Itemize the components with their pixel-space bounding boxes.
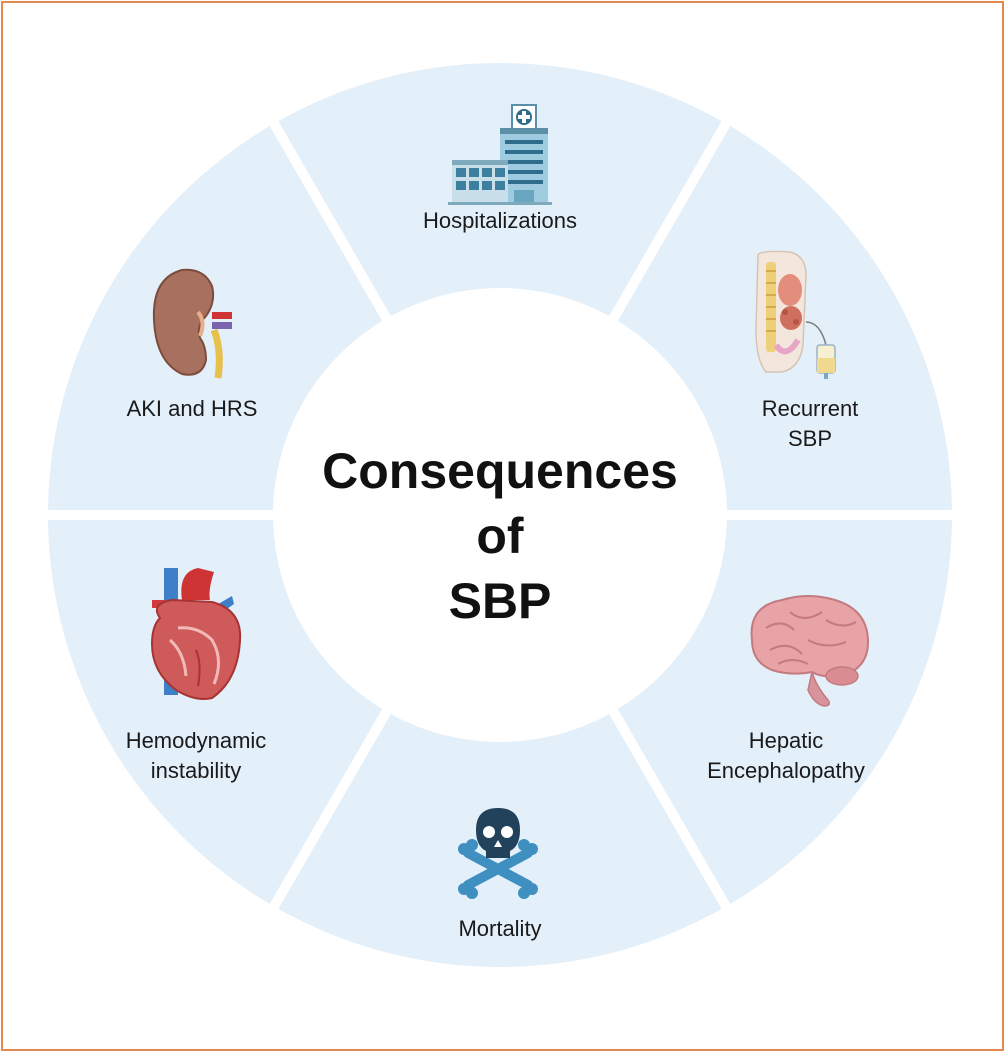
center-title-line-1: Consequences — [322, 443, 678, 499]
hospital-icon — [448, 104, 552, 205]
label-hemodynamic-instability-line-2: instability — [151, 758, 241, 783]
label-hepatic-encephalopathy-line-2: Encephalopathy — [707, 758, 865, 783]
center-disc — [273, 288, 727, 742]
label-hepatic-encephalopathy-line-1: Hepatic — [749, 728, 824, 753]
center-title-line-3: SBP — [449, 573, 552, 629]
label-recurrent-sbp-line-2: SBP — [788, 426, 832, 451]
abdomen-drain-icon — [755, 250, 836, 379]
center-title-line-2: of — [476, 508, 524, 564]
kidney-icon — [152, 268, 232, 379]
label-mortality: Mortality — [458, 916, 541, 941]
brain-icon — [750, 595, 870, 707]
label-hemodynamic-instability-line-1: Hemodynamic — [126, 728, 267, 753]
heart-icon — [150, 568, 242, 700]
label-aki-and-hrs: AKI and HRS — [127, 396, 258, 421]
label-recurrent-sbp-line-1: Recurrent — [762, 396, 859, 421]
skull-crossbones-icon — [458, 808, 538, 899]
label-hospitalizations: Hospitalizations — [423, 208, 577, 233]
